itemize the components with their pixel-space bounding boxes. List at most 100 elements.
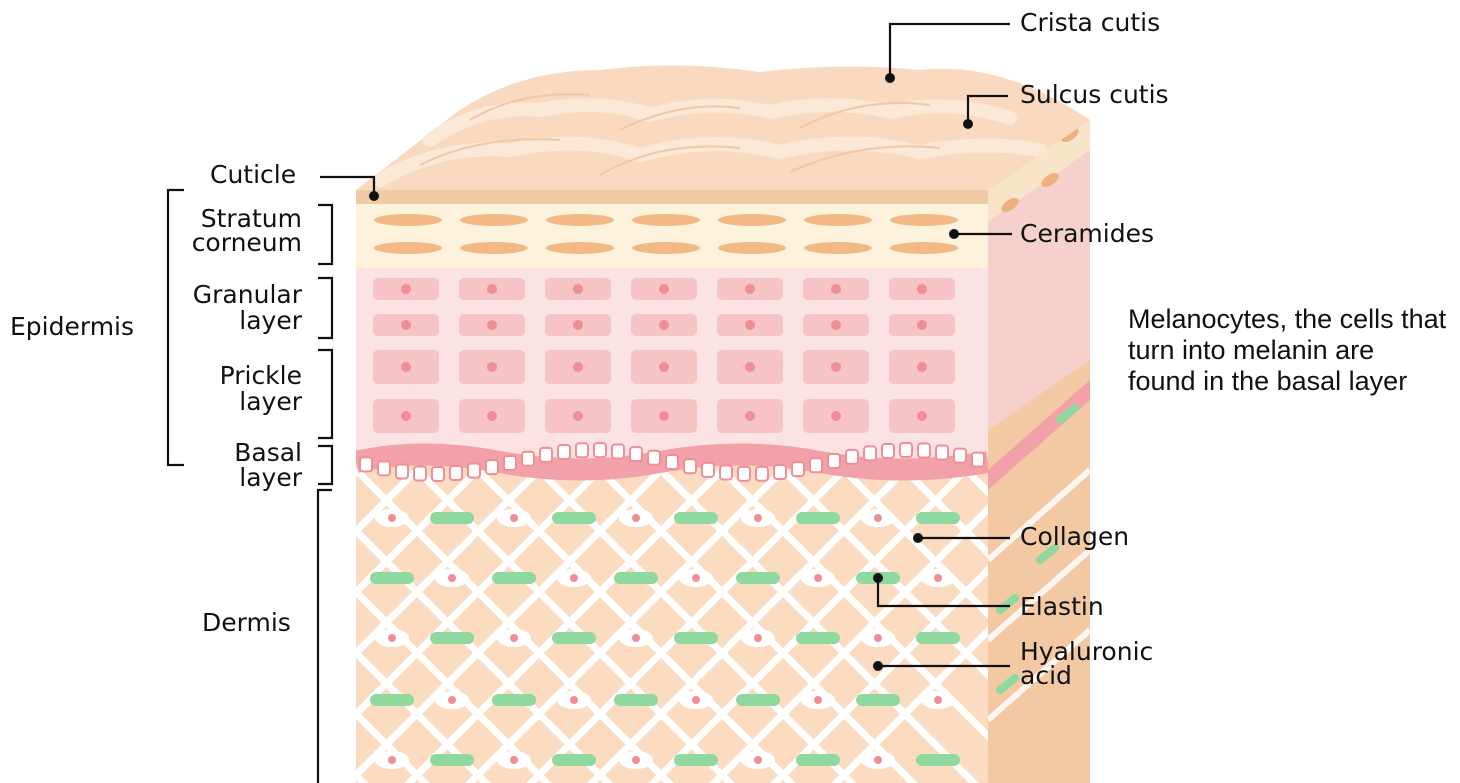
cell-nucleus xyxy=(874,634,882,642)
dermis-band xyxy=(356,440,988,783)
cell-nucleus xyxy=(692,574,700,582)
basal-cell xyxy=(972,453,984,467)
elastin-fiber xyxy=(674,754,718,766)
cell-nucleus xyxy=(754,634,762,642)
collagen-fiber xyxy=(0,470,112,783)
cell-nucleus xyxy=(401,362,411,372)
ceramide-cell xyxy=(546,214,614,226)
cell-nucleus xyxy=(448,696,456,704)
cell-nucleus xyxy=(934,696,942,704)
hyaluronic-label-line2: acid xyxy=(1020,664,1153,688)
cell-nucleus xyxy=(917,411,927,421)
cell-nucleus xyxy=(510,634,518,642)
ceramide-cell xyxy=(718,242,786,254)
ceramide-cell xyxy=(460,242,528,254)
basal-cell xyxy=(792,462,804,476)
cuticle-label: Cuticle xyxy=(210,162,296,188)
granular-label-line1: Granular xyxy=(170,282,302,308)
basal-cell xyxy=(414,466,426,480)
cell-nucleus xyxy=(448,574,456,582)
basal-cell xyxy=(918,444,930,458)
basal-layer-label: Basal layer xyxy=(170,440,302,490)
basal-cell xyxy=(666,455,678,469)
elastin-fiber xyxy=(856,694,900,706)
granular-bracket xyxy=(318,278,332,338)
cell-nucleus xyxy=(917,320,927,330)
elastin-fiber xyxy=(430,512,474,524)
cell-nucleus xyxy=(573,411,583,421)
elastin-fiber xyxy=(674,632,718,644)
ceramides-label: Ceramides xyxy=(1020,221,1154,247)
cell-nucleus xyxy=(659,284,669,294)
elastin-fiber xyxy=(552,512,596,524)
cell-nucleus xyxy=(388,756,396,764)
elastin-fiber xyxy=(916,632,960,644)
skin-surface xyxy=(356,65,1090,190)
cell-nucleus xyxy=(874,756,882,764)
ceramide-cell xyxy=(890,214,958,226)
cell-nucleus xyxy=(487,320,497,330)
cell-nucleus xyxy=(814,574,822,582)
cell-nucleus xyxy=(632,634,640,642)
collagen-fiber xyxy=(0,470,5,783)
cell-nucleus xyxy=(388,514,396,522)
basal-cell xyxy=(486,460,498,474)
cell-nucleus xyxy=(831,362,841,372)
epidermis-label: Epidermis xyxy=(10,314,134,340)
basal-cell xyxy=(612,444,624,458)
basal-cell xyxy=(882,444,894,458)
basal-cell xyxy=(684,459,696,473)
basal-cell xyxy=(378,461,390,475)
collagen-fiber xyxy=(0,470,173,783)
cell-nucleus xyxy=(831,411,841,421)
cell-nucleus xyxy=(934,574,942,582)
elastin-fiber xyxy=(916,754,960,766)
cell-nucleus xyxy=(754,514,762,522)
cell-nucleus xyxy=(570,574,578,582)
cell-nucleus xyxy=(510,514,518,522)
ceramide-cell xyxy=(374,242,442,254)
stratum-corneum-band xyxy=(356,204,988,268)
melanocytes-note: Melanocytes, the cells that turn into me… xyxy=(1128,304,1448,397)
collagen-fiber xyxy=(1088,470,1408,783)
ceramide-cell xyxy=(460,214,528,226)
collagen-fiber xyxy=(0,470,188,783)
basal-cell xyxy=(396,465,408,479)
elastin-fiber xyxy=(614,572,658,584)
cell-nucleus xyxy=(401,411,411,421)
basal-cell xyxy=(540,448,552,462)
crista-cutis-label: Crista cutis xyxy=(1020,10,1160,36)
sulcus-cutis-label: Sulcus cutis xyxy=(1020,82,1169,108)
cell-nucleus xyxy=(814,696,822,704)
cell-nucleus xyxy=(917,284,927,294)
basal-cell xyxy=(720,466,732,480)
cell-nucleus xyxy=(510,756,518,764)
granular-label-line2: layer xyxy=(170,308,302,334)
cell-nucleus xyxy=(401,284,411,294)
prickle-layer-label: Prickle layer xyxy=(170,363,302,415)
ceramide-cell xyxy=(718,214,786,226)
elastin-fiber xyxy=(492,572,536,584)
cell-nucleus xyxy=(388,634,396,642)
ceramide-cell xyxy=(374,214,442,226)
prickle-bracket xyxy=(318,350,332,438)
basal-cell xyxy=(522,452,534,466)
cell-nucleus xyxy=(917,362,927,372)
basal-cell xyxy=(702,463,714,477)
ceramide-cell xyxy=(632,242,700,254)
cell-nucleus xyxy=(487,411,497,421)
elastin-fiber xyxy=(736,694,780,706)
elastin-fiber xyxy=(674,512,718,524)
basal-cell xyxy=(360,457,372,471)
cell-nucleus xyxy=(632,514,640,522)
cell-nucleus xyxy=(401,320,411,330)
cell-nucleus xyxy=(754,756,762,764)
basal-label-line2: layer xyxy=(170,465,302,490)
cell-nucleus xyxy=(659,320,669,330)
stratum-bracket xyxy=(318,205,332,264)
collagen-fiber xyxy=(0,470,127,783)
basal-cell xyxy=(432,467,444,481)
elastin-fiber xyxy=(796,632,840,644)
cell-nucleus xyxy=(573,362,583,372)
cell-nucleus xyxy=(745,411,755,421)
